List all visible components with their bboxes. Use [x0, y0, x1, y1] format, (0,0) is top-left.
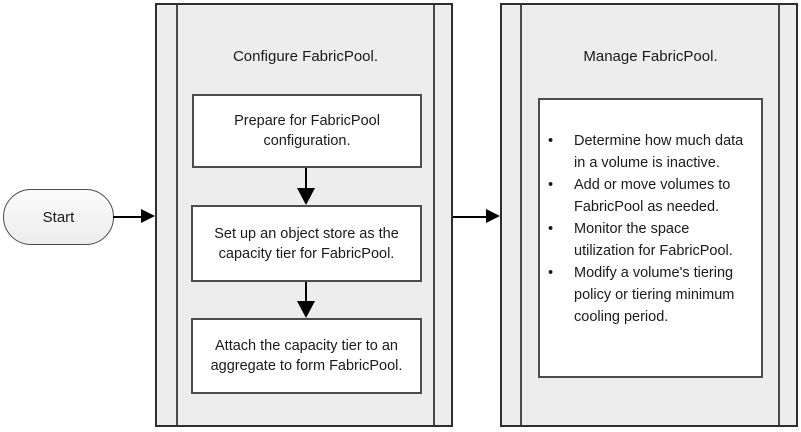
- arrow-step1-to-step2-line: [305, 168, 307, 189]
- bullet-icon: •: [548, 221, 554, 237]
- arrow-start-to-configure-line: [113, 216, 142, 218]
- list-item: • Monitor the space utilization for Fabr…: [540, 218, 761, 262]
- bullet-icon: •: [548, 133, 554, 149]
- arrow-down-icon: [297, 301, 315, 318]
- arrow-step2-to-step3-line: [305, 282, 307, 302]
- list-item: • Determine how much data in a volume is…: [540, 130, 761, 174]
- lane-divider-left: [176, 5, 178, 425]
- start-label: Start: [42, 208, 75, 226]
- step-label-setup-object-store: Set up an object store as the capacity t…: [214, 225, 399, 262]
- task-label-modify-tiering-policy: Modify a volume's tiering policy or tier…: [574, 265, 735, 325]
- manage-tasks-list: • Determine how much data in a volume is…: [540, 130, 761, 328]
- arrow-right-icon: [486, 209, 500, 223]
- panel-title-configure: Configure FabricPool.: [232, 48, 379, 65]
- task-label-add-move-volumes: Add or move volumes to FabricPool as nee…: [574, 177, 731, 215]
- panel-title-manage: Manage FabricPool.: [583, 48, 718, 65]
- list-item: • Add or move volumes to FabricPool as n…: [540, 174, 761, 218]
- arrow-configure-to-manage-line: [453, 216, 487, 218]
- arrow-down-icon: [297, 188, 315, 205]
- start-node: Start: [3, 189, 114, 245]
- manage-tasks-box: • Determine how much data in a volume is…: [538, 98, 763, 378]
- lane-divider-right: [778, 5, 780, 425]
- arrow-right-icon: [141, 209, 155, 223]
- task-label-monitor-space: Monitor the space utilization for Fabric…: [574, 221, 733, 259]
- bullet-icon: •: [548, 177, 554, 193]
- lane-divider-left: [520, 5, 522, 425]
- step-box-attach-capacity-tier: Attach the capacity tier to an aggregate…: [191, 318, 422, 394]
- lane-divider-right: [433, 5, 435, 425]
- step-box-setup-object-store: Set up an object store as the capacity t…: [191, 205, 422, 282]
- step-box-prepare: Prepare for FabricPool configuration.: [192, 94, 422, 168]
- bullet-icon: •: [548, 265, 554, 281]
- task-label-inactive-data: Determine how much data in a volume is i…: [574, 133, 744, 171]
- step-label-attach-capacity-tier: Attach the capacity tier to an aggregate…: [210, 338, 403, 374]
- step-label-prepare: Prepare for FabricPool configuration.: [234, 113, 380, 149]
- list-item: • Modify a volume's tiering policy or ti…: [540, 262, 761, 328]
